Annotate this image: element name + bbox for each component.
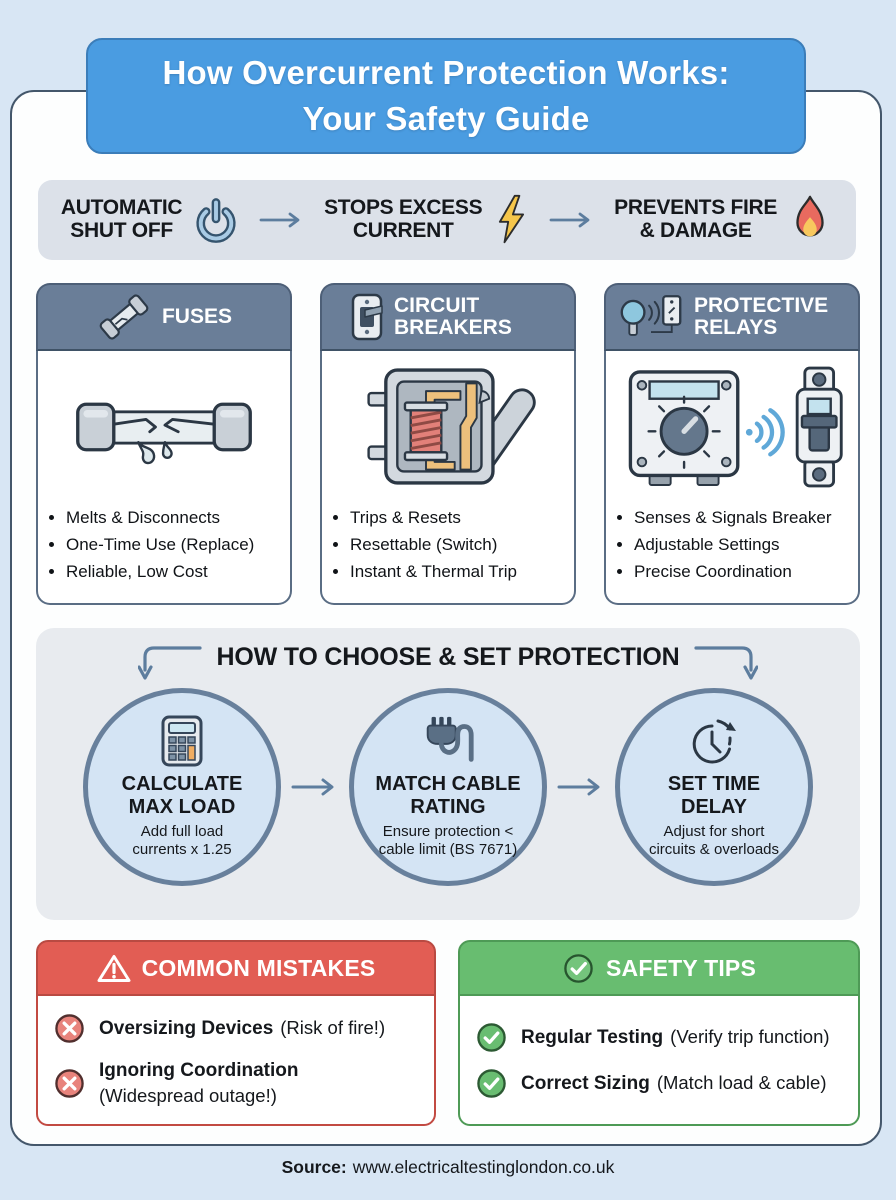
check-circle-icon: [476, 1022, 507, 1053]
page-title: How Overcurrent Protection Works: Your S…: [86, 38, 806, 154]
bullet: Melts & Disconnects: [66, 505, 282, 532]
calculator-icon: [159, 714, 205, 768]
check-circle-icon: [476, 1068, 507, 1099]
card-fuses-body: Melts & Disconnects One-Time Use (Replac…: [36, 351, 292, 605]
breaker-mechanism-illustration: [322, 351, 574, 503]
tip-item: Regular Testing (Verify trip function): [476, 1022, 842, 1053]
corner-arrow-right-icon: [693, 642, 758, 686]
flame-icon: [787, 194, 833, 246]
flow-step-label: PREVENTS FIRE & DAMAGE: [614, 196, 778, 242]
choose-title: HOW TO CHOOSE & SET PROTECTION: [216, 643, 680, 671]
step-arrow-icon: [557, 777, 605, 797]
card-title: PROTECTIVE RELAYS: [694, 293, 829, 339]
blown-fuse-illustration: [38, 351, 290, 503]
bullet: One-Time Use (Replace): [66, 532, 282, 559]
choose-steps: CALCULATE MAX LOAD Add full load current…: [36, 688, 860, 886]
bullet: Trips & Resets: [350, 505, 566, 532]
safety-tips-body: Regular Testing (Verify trip function) C…: [458, 996, 860, 1126]
step-match-cable-rating: MATCH CABLE RATING Ensure protection < c…: [349, 688, 547, 886]
mistake-item: Oversizing Devices (Risk of fire!): [54, 1013, 418, 1044]
safety-tips-header: SAFETY TIPS: [458, 940, 860, 996]
page-title-line1: How Overcurrent Protection Works:: [162, 54, 730, 92]
power-icon: [192, 196, 240, 244]
mistake-item: Ignoring Coordination (Widespread outage…: [54, 1059, 418, 1107]
card-circuit-breakers: CIRCUIT BREAKERS: [320, 283, 576, 605]
card-title: FUSES: [161, 304, 232, 328]
card-fuses: FUSES Melts & Disconnects One-Time U: [36, 283, 292, 605]
card-circuit-breakers-header: CIRCUIT BREAKERS: [320, 283, 576, 351]
tip-item: Correct Sizing (Match load & cable): [476, 1068, 842, 1099]
bullet: Resettable (Switch): [350, 532, 566, 559]
choose-title-row: HOW TO CHOOSE & SET PROTECTION: [36, 628, 860, 686]
process-flow: AUTOMATIC SHUT OFF STOPS EXCESS CURRENT: [38, 180, 856, 260]
choose-section: HOW TO CHOOSE & SET PROTECTION: [36, 628, 860, 920]
step-title: CALCULATE MAX LOAD: [121, 773, 243, 818]
card-circuit-breakers-bullets: Trips & Resets Resettable (Switch) Insta…: [322, 505, 574, 586]
bullet: Reliable, Low Cost: [66, 559, 282, 586]
mistake-bold: Oversizing Devices: [99, 1018, 274, 1040]
page-title-line2: Your Safety Guide: [302, 100, 590, 137]
step-desc: Ensure protection < cable limit (BS 7671…: [378, 823, 518, 859]
safety-tips-title: SAFETY TIPS: [605, 954, 757, 981]
mistake-bold: Ignoring Coordination: [99, 1060, 299, 1082]
flow-step-prevents-fire: PREVENTS FIRE & DAMAGE: [614, 194, 833, 246]
bullet: Precise Coordination: [634, 559, 850, 586]
fuse-icon: [96, 291, 152, 343]
tip-bold: Correct Sizing: [521, 1072, 650, 1094]
breaker-switch-icon: [350, 292, 384, 342]
corner-arrow-left-icon: [138, 642, 203, 686]
flow-step-shutoff: AUTOMATIC SHUT OFF: [61, 196, 240, 244]
card-fuses-header: FUSES: [36, 283, 292, 351]
step-desc: Add full load currents x 1.25: [132, 823, 232, 859]
relay-sensor-icon: [618, 292, 684, 342]
x-circle-icon: [54, 1068, 85, 1099]
common-mistakes-box: COMMON MISTAKES Oversizing Devices (Risk…: [36, 940, 436, 1126]
flow-arrow-icon: [259, 211, 305, 229]
lightning-icon: [492, 194, 530, 246]
flow-step-stops-current: STOPS EXCESS CURRENT: [324, 194, 530, 246]
plug-icon: [419, 714, 477, 768]
relay-and-breaker-illustration: [606, 351, 858, 503]
step-title: SET TIME DELAY: [667, 773, 761, 818]
common-mistakes-body: Oversizing Devices (Risk of fire!) Ignor…: [36, 996, 436, 1126]
mistake-normal: (Widespread outage!): [99, 1084, 277, 1106]
card-title: CIRCUIT BREAKERS: [394, 293, 512, 339]
card-circuit-breakers-body: Trips & Resets Resettable (Switch) Insta…: [320, 351, 576, 605]
warning-triangle-icon: [97, 953, 131, 984]
step-desc: Adjust for short circuits & overloads: [648, 823, 780, 859]
step-calculate-max-load: CALCULATE MAX LOAD Add full load current…: [83, 688, 281, 886]
card-protective-relays-bullets: Senses & Signals Breaker Adjustable Sett…: [606, 505, 858, 586]
mistake-normal: (Risk of fire!): [280, 1017, 386, 1039]
card-protective-relays: PROTECTIVE RELAYS: [604, 283, 860, 605]
flow-step-label: AUTOMATIC SHUT OFF: [60, 196, 183, 242]
common-mistakes-title: COMMON MISTAKES: [141, 954, 376, 981]
card-protective-relays-body: Senses & Signals Breaker Adjustable Sett…: [604, 351, 860, 605]
clock-rotate-icon: [686, 714, 742, 768]
flow-arrow-icon: [549, 211, 595, 229]
card-fuses-bullets: Melts & Disconnects One-Time Use (Replac…: [38, 505, 290, 586]
bullet: Adjustable Settings: [634, 532, 850, 559]
step-arrow-icon: [291, 777, 339, 797]
x-circle-icon: [54, 1013, 85, 1044]
step-set-time-delay: SET TIME DELAY Adjust for short circuits…: [615, 688, 813, 886]
tip-normal: (Verify trip function): [670, 1025, 830, 1047]
bullet: Senses & Signals Breaker: [634, 505, 850, 532]
source-footer: Source: www.electricaltestinglondon.co.u…: [0, 1157, 896, 1178]
flow-step-label: STOPS EXCESS CURRENT: [324, 196, 483, 242]
tip-normal: (Match load & cable): [656, 1071, 827, 1093]
step-title: MATCH CABLE RATING: [375, 773, 521, 818]
tip-bold: Regular Testing: [521, 1026, 664, 1048]
common-mistakes-header: COMMON MISTAKES: [36, 940, 436, 996]
source-label: Source:: [281, 1157, 347, 1177]
card-protective-relays-header: PROTECTIVE RELAYS: [604, 283, 860, 351]
bullet: Instant & Thermal Trip: [350, 559, 566, 586]
source-url: www.electricaltestinglondon.co.uk: [352, 1157, 615, 1177]
safety-tips-box: SAFETY TIPS Regular Testing (Verify trip…: [458, 940, 860, 1126]
check-circle-icon: [562, 952, 595, 985]
